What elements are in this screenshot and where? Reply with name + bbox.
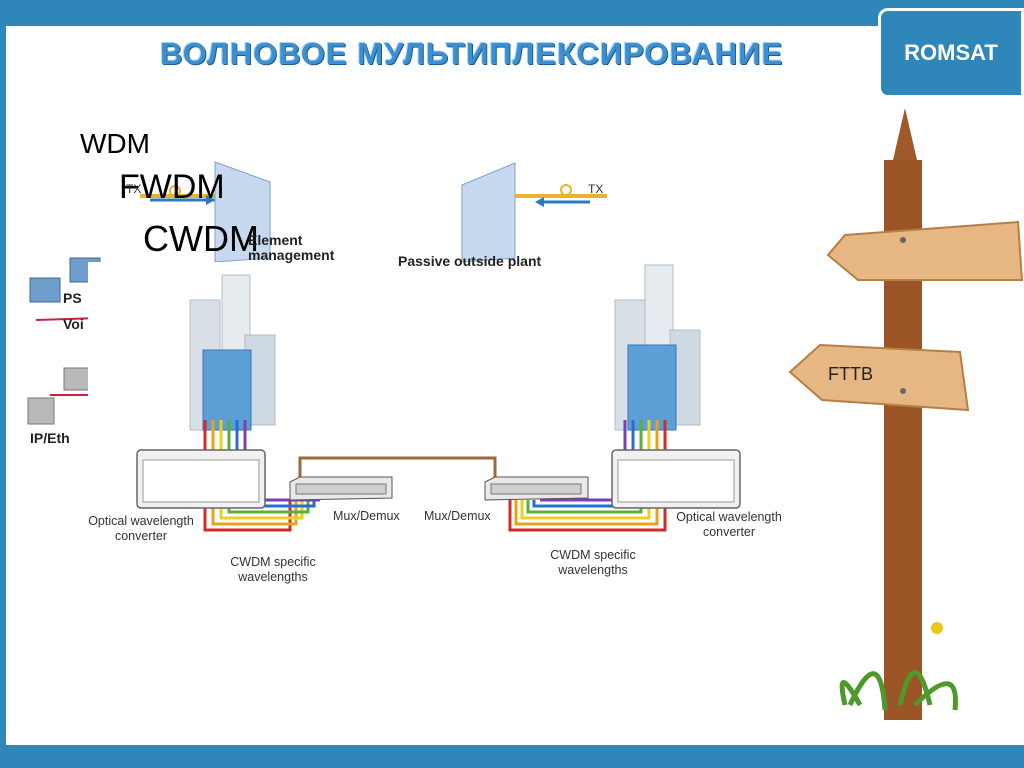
ip-eth-label: IP/Eth — [30, 430, 70, 446]
left-mux-label: Mux/Demux — [333, 509, 400, 523]
logo-text: ROMSAT — [904, 40, 998, 65]
bottom-bar — [0, 745, 1024, 768]
sign-board-upper — [826, 220, 1024, 281]
building-right-icon — [614, 264, 701, 431]
top-bar — [0, 0, 1024, 26]
left-border — [0, 26, 6, 746]
wdm-prism-left — [214, 161, 271, 263]
passive-plant-label: Passive outside plant — [398, 253, 542, 269]
switch-icon-1 — [29, 277, 61, 303]
romsat-logo: ROMSAT — [878, 8, 1024, 98]
element-management-label: Element management — [248, 232, 335, 263]
bullet-wdm: WDM — [80, 128, 150, 159]
signpost — [788, 108, 1024, 720]
signpost-label-fttb: FTTB — [828, 364, 873, 384]
flower-icon — [931, 622, 943, 634]
left-converter-label: Optical wavelength converter — [88, 514, 194, 543]
background-diagram — [27, 161, 607, 425]
tx-label-right: TX — [588, 182, 604, 196]
ps-label: PS — [63, 290, 82, 306]
left-wavelengths-label: CWDM specific wavelengths — [230, 555, 316, 584]
right-mux-label: Mux/Demux — [424, 509, 491, 523]
wdm-prism-right — [461, 162, 516, 263]
bullet-cwdm: CWDM — [143, 218, 259, 259]
tx-label-left: TX — [126, 182, 142, 196]
trunk-fiber — [298, 456, 497, 485]
cwdm-network-diagram — [136, 264, 741, 532]
right-wavelengths-label: CWDM specific wavelengths — [550, 548, 636, 577]
server-icon-2 — [63, 367, 91, 391]
server-icon-1 — [27, 397, 55, 425]
right-converter-label: Optical wavelength converter — [676, 510, 782, 539]
mux-demux-right — [484, 476, 589, 501]
building-left-icon — [189, 274, 276, 431]
bullet-fwdm: FWDM — [119, 168, 225, 206]
sign-board-lower — [788, 343, 970, 412]
slide-title: ВОЛНОВОЕ МУЛЬТИПЛЕКСИРОВАНИЕ — [160, 36, 784, 71]
grass-icon — [839, 670, 958, 711]
converter-chassis-right — [611, 449, 741, 509]
voi-label: Voi — [63, 316, 84, 332]
tx-arrow-right — [535, 197, 544, 207]
mux-demux-left — [289, 476, 393, 501]
converter-chassis-left — [136, 449, 266, 509]
